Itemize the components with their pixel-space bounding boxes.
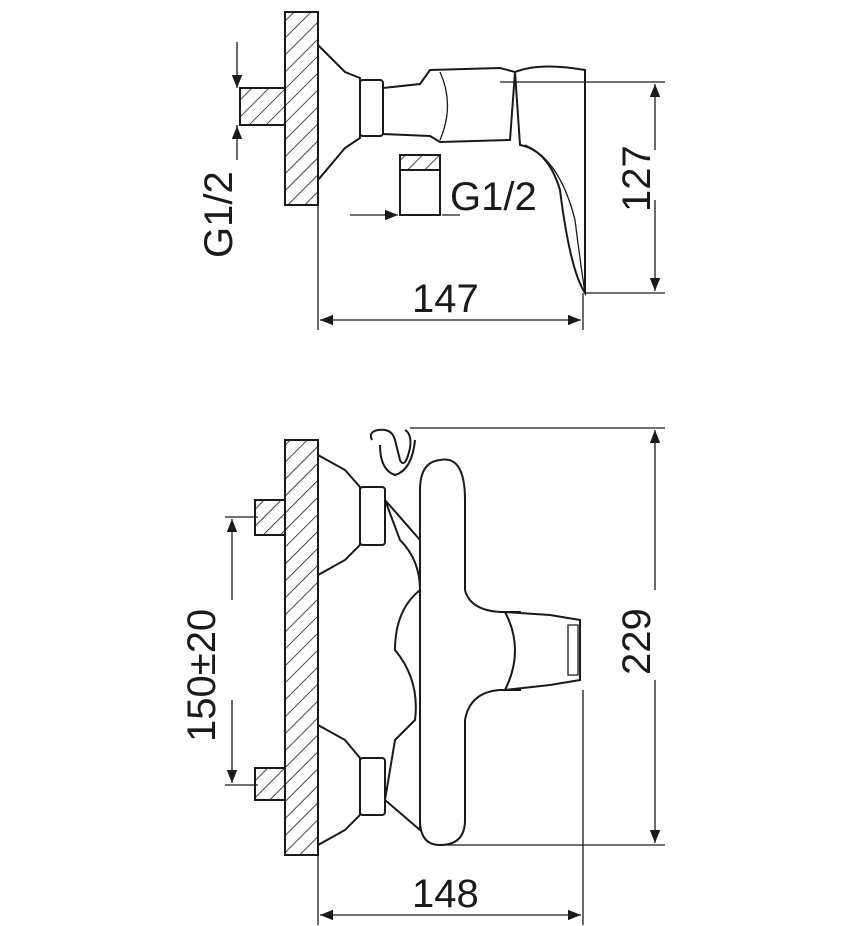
- lower-inlet-pipe: [254, 767, 286, 801]
- inlet-pipe: [239, 87, 286, 126]
- shower-holder-hook: [369, 428, 416, 477]
- valve-body: [419, 458, 521, 847]
- wall-section: [284, 11, 319, 206]
- connector-nut: [359, 79, 384, 137]
- inlet-thread-label: G1/2: [197, 171, 241, 258]
- body-contour: [439, 71, 449, 141]
- handle-cap: [567, 624, 579, 676]
- lower-flange: [317, 723, 361, 847]
- body-connector: [383, 499, 422, 833]
- lower-nut: [359, 757, 386, 816]
- front-depth-dimension: 148: [412, 872, 479, 916]
- top-view: G1/2 G1/2 127 147: [197, 11, 665, 330]
- top-height-dimension: 127: [615, 145, 659, 212]
- wall-section: [284, 439, 319, 856]
- lever-handle: [503, 610, 581, 692]
- outlet-spout: [399, 169, 441, 216]
- valve-body: [382, 66, 517, 144]
- outlet-thread-label: G1/2: [450, 175, 537, 219]
- outlet-thread: [399, 154, 441, 171]
- front-view: 150±20 229 148: [180, 427, 665, 925]
- wall-flange: [317, 42, 361, 183]
- upper-inlet-pipe: [254, 499, 286, 536]
- inlet-spacing-dimension: 150±20: [180, 609, 224, 742]
- upper-nut: [359, 486, 386, 546]
- handle-contour: [524, 144, 586, 294]
- upper-flange: [317, 453, 361, 577]
- top-depth-dimension: 147: [412, 277, 479, 321]
- front-height-dimension: 229: [615, 608, 659, 675]
